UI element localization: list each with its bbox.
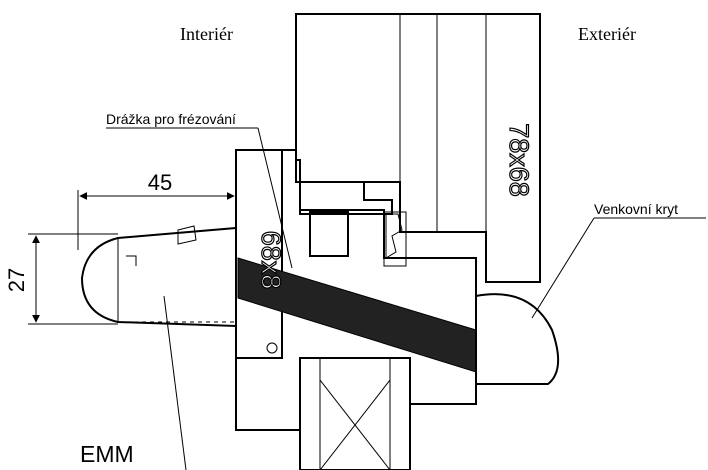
outer-cover-leader — [531, 217, 595, 319]
groove-label: Drážka pro frézování — [106, 111, 236, 127]
gasket-detail — [299, 181, 403, 259]
dimension-width-label: 45 — [148, 170, 172, 195]
emm-label: EMM — [80, 441, 134, 467]
exterior-label: Exteriér — [578, 24, 636, 44]
outer-cover — [475, 293, 559, 385]
dimension-height-label: 27 — [4, 268, 29, 292]
outer-cover-label: Venkovní kryt — [594, 201, 678, 217]
emm-module — [80, 225, 237, 328]
dimension-width: 45 — [77, 150, 237, 250]
interior-label: Interiér — [180, 24, 233, 44]
sash-profile — [295, 13, 541, 283]
sill-profile — [299, 357, 411, 470]
emm-leader — [163, 295, 187, 470]
sash-stamp-label: 78x68 — [504, 123, 534, 197]
groove-leader — [257, 127, 293, 269]
frame-stamp-label: 68x8 — [256, 231, 286, 290]
dimension-height: 27 — [4, 233, 118, 325]
